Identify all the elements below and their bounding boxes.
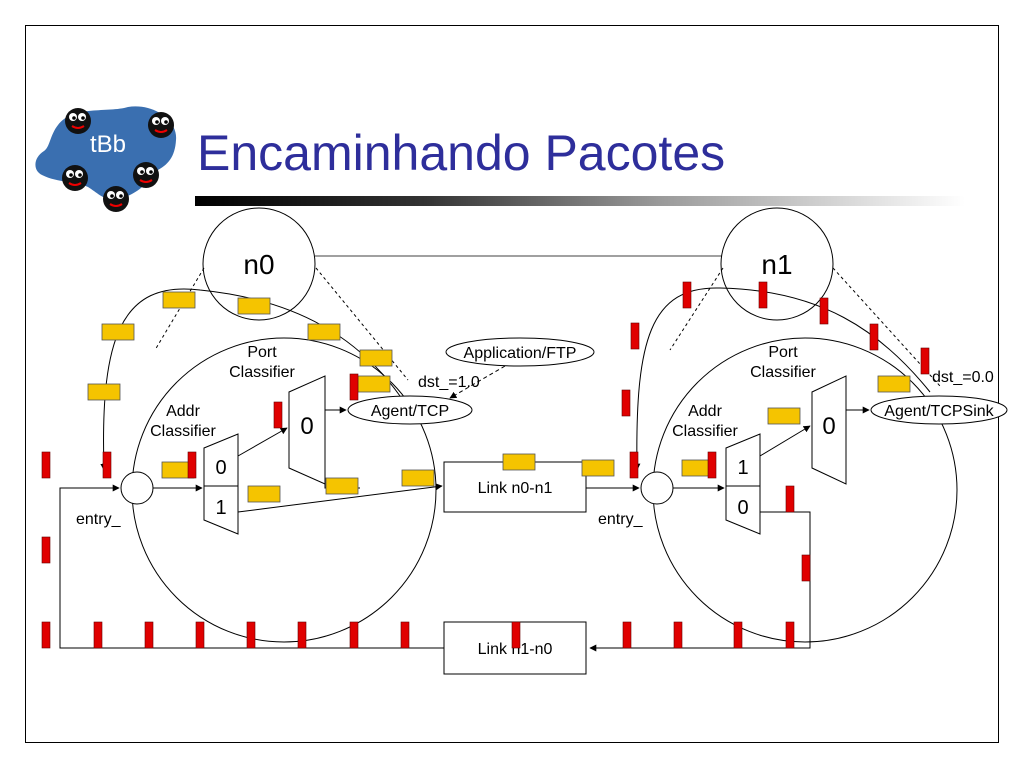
- packet-red: [630, 322, 640, 350]
- packet-red: [511, 621, 521, 649]
- packet-red: [682, 281, 692, 309]
- node-n0-zoom-line-right: [315, 267, 409, 381]
- node-n0-entry-label: entry_: [76, 511, 122, 528]
- node-n0-label: n0: [243, 249, 274, 280]
- node-n0-addr-slot-1: 1: [215, 497, 226, 519]
- packet-red: [41, 621, 51, 649]
- application-ftp-label: Application/FTP: [464, 345, 577, 362]
- packet-red: [349, 373, 359, 401]
- packet-yellow: [502, 453, 536, 471]
- node-n0-port-slot-0: 0: [300, 413, 313, 440]
- slide-title: Encaminhando Pacotes: [197, 125, 726, 181]
- n0-incoming-curve: [100, 288, 401, 471]
- node-n1-entry-label: entry_: [598, 511, 644, 528]
- logo-face-1: [65, 108, 91, 134]
- packet-red: [707, 451, 717, 479]
- packet-red: [273, 401, 283, 429]
- packet-red: [41, 536, 51, 564]
- ack-packets: [41, 281, 930, 649]
- node-n0-dst-label: dst_=1.0: [418, 374, 480, 391]
- packet-yellow: [581, 459, 615, 477]
- packet-red: [673, 621, 683, 649]
- node-n0-small-circle: [202, 207, 316, 321]
- packet-red: [195, 621, 205, 649]
- packet-yellow: [237, 297, 271, 315]
- node-n1-agent: [870, 395, 1008, 425]
- packet-red: [869, 323, 879, 351]
- packet-red: [758, 281, 768, 309]
- node-n0-addr-classifier: [203, 433, 239, 535]
- node-n1-port-classifier: [811, 375, 847, 485]
- packet-yellow: [162, 291, 196, 309]
- packet-yellow: [325, 477, 359, 495]
- packet-red: [400, 621, 410, 649]
- node-n0-addr-slot-0: 0: [215, 457, 226, 479]
- node-n0-zoom-line-left: [154, 267, 205, 351]
- node-n1-dst-label: dst_=0.0: [932, 369, 994, 386]
- packet-red: [801, 554, 811, 582]
- packet-yellow: [307, 323, 341, 341]
- node-n1-addr-slot-1: 0: [737, 497, 748, 519]
- packet-red: [785, 485, 795, 513]
- tcp-packets: [87, 291, 911, 503]
- packet-red: [297, 621, 307, 649]
- packet-yellow: [359, 349, 393, 367]
- packet-yellow: [101, 323, 135, 341]
- node-n0-entry: [120, 471, 154, 505]
- packet-red: [102, 451, 112, 479]
- packet-red: [349, 621, 359, 649]
- node-n1-port-slot-0: 0: [822, 413, 835, 440]
- logo-face-2: [148, 112, 174, 138]
- packet-red: [819, 297, 829, 325]
- packet-red: [93, 621, 103, 649]
- link-n0-n1-label: Link n0-n1: [478, 480, 553, 497]
- logo-face-3: [62, 165, 88, 191]
- title-underline-bar: [195, 196, 965, 206]
- packet-yellow: [87, 383, 121, 401]
- packet-red: [187, 451, 197, 479]
- node-n1-label: n1: [761, 249, 792, 280]
- packet-yellow: [357, 375, 391, 393]
- node-n1-zoom-line-left: [669, 267, 724, 351]
- packet-yellow: [247, 485, 281, 503]
- node-n1-addr-classifier: [725, 433, 761, 535]
- packet-red: [41, 451, 51, 479]
- packet-yellow: [401, 469, 435, 487]
- node-n1-small-circle: [720, 207, 834, 321]
- packet-red: [144, 621, 154, 649]
- logo-face-4: [133, 162, 159, 188]
- node-n1-addr-slot-0: 1: [737, 457, 748, 479]
- node-n0-agent-label: Agent/TCP: [371, 403, 449, 420]
- packet-yellow: [767, 407, 801, 425]
- packet-red: [733, 621, 743, 649]
- packet-red: [920, 347, 930, 375]
- link-n1-n0-label: Link n1-n0: [478, 641, 553, 658]
- packet-yellow: [877, 375, 911, 393]
- node-n1-big-circle: [652, 337, 958, 643]
- application-ftp: [445, 337, 595, 367]
- packet-red: [622, 621, 632, 649]
- packet-red: [621, 389, 631, 417]
- logo-face-5: [103, 186, 129, 212]
- logo-text: tBb: [90, 131, 126, 158]
- node-n1-agent-label: Agent/TCPSink: [884, 403, 994, 420]
- node-n0-agent: [347, 395, 473, 425]
- packet-red: [785, 621, 795, 649]
- packet-red: [246, 621, 256, 649]
- tbb-logo: tBb: [35, 106, 177, 212]
- packet-red: [629, 451, 639, 479]
- application-to-agent-arrow: [449, 365, 506, 399]
- node-n1-entry: [640, 471, 674, 505]
